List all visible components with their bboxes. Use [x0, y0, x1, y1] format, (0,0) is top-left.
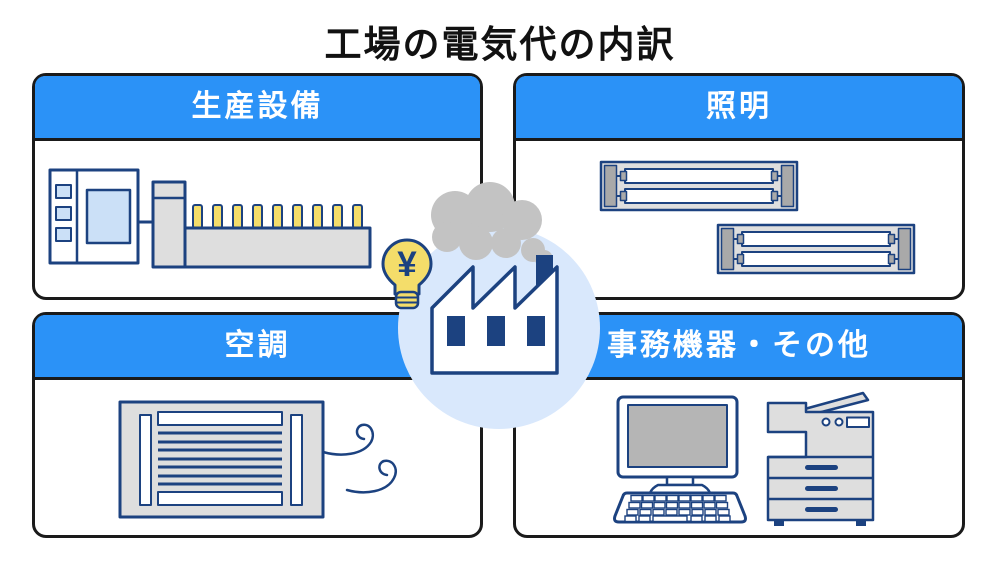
yen-lightbulb-icon: ¥ — [381, 238, 433, 310]
copier-icon — [766, 391, 875, 526]
wind-swirl-icon — [321, 423, 397, 494]
computer-icon — [613, 395, 747, 524]
panel-lighting-header: 照明 — [516, 76, 962, 141]
panel-hvac-label: 空調 — [224, 329, 291, 362]
computer-and-copier-icon — [613, 391, 875, 526]
fluorescent-lights-icon — [599, 160, 916, 275]
factory-center-graphic: ¥ — [381, 182, 600, 429]
production-machine-icon — [48, 168, 372, 269]
factory-icon — [430, 255, 559, 375]
yen-symbol: ¥ — [397, 245, 417, 284]
panel-production-label: 生産設備 — [191, 90, 324, 123]
keyboard-keys — [624, 494, 731, 523]
smoke-clouds-icon — [431, 182, 553, 268]
page-title: 工場の電気代の内訳 — [324, 24, 676, 65]
panel-office-label: 事務機器・その他 — [607, 329, 871, 362]
air-conditioner-icon — [118, 400, 397, 519]
panel-lighting-label: 照明 — [706, 90, 772, 123]
panel-production-header: 生産設備 — [35, 76, 480, 141]
